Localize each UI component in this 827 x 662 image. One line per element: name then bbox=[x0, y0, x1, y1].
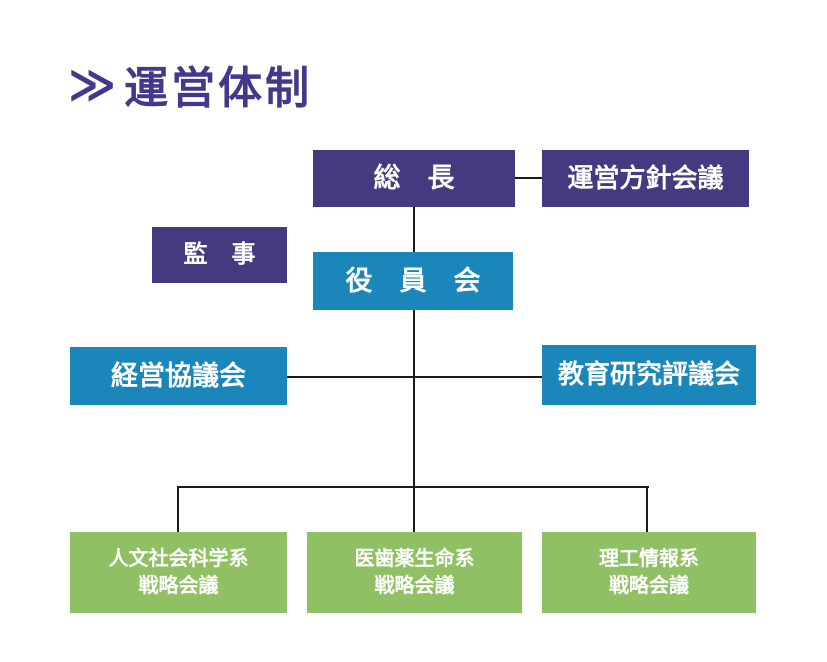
page-title-text: 運営体制 bbox=[124, 64, 313, 113]
node-humanities-strategy-label-line1: 人文社会科学系 bbox=[108, 547, 249, 570]
connector-councils bbox=[285, 376, 542, 378]
node-board-label: 役 員 会 bbox=[345, 265, 481, 296]
node-medical-strategy-label-line1: 医歯薬生命系 bbox=[354, 547, 475, 570]
connector-branch-horizontal bbox=[177, 486, 649, 488]
connector-president-policy bbox=[515, 177, 542, 179]
node-policy-council: 運営方針会議 bbox=[542, 150, 749, 207]
node-medical-strategy-label-line2: 戦略会議 bbox=[374, 574, 455, 597]
node-policy-council-label: 運営方針会議 bbox=[567, 162, 724, 193]
connector-board-to-branch bbox=[413, 310, 415, 532]
node-auditors-label: 監 事 bbox=[183, 240, 256, 268]
connector-drop-right bbox=[646, 486, 648, 532]
node-auditors: 監 事 bbox=[152, 227, 287, 283]
node-humanities-strategy: 人文社会科学系 戦略会議 bbox=[70, 532, 287, 613]
node-management-council-label: 経営協議会 bbox=[111, 360, 246, 391]
node-edu-research-council-label: 教育研究評議会 bbox=[557, 359, 740, 390]
node-management-council: 経営協議会 bbox=[70, 347, 287, 405]
node-scitech-strategy-label-line1: 理工情報系 bbox=[599, 547, 699, 570]
double-chevron-icon: ≫ bbox=[68, 58, 117, 110]
node-scitech-strategy-label-line2: 戦略会議 bbox=[609, 574, 689, 597]
node-board: 役 員 会 bbox=[313, 252, 513, 310]
node-president: 総 長 bbox=[313, 150, 515, 207]
connector-president-board bbox=[413, 207, 415, 252]
node-edu-research-council: 教育研究評議会 bbox=[542, 345, 756, 405]
connector-drop-left bbox=[177, 486, 179, 532]
node-medical-strategy: 医歯薬生命系 戦略会議 bbox=[307, 532, 522, 613]
node-humanities-strategy-label-line2: 戦略会議 bbox=[138, 574, 219, 597]
node-scitech-strategy: 理工情報系 戦略会議 bbox=[542, 532, 756, 613]
node-president-label: 総 長 bbox=[373, 163, 455, 194]
page-title: ≫ 運営体制 bbox=[68, 52, 312, 116]
